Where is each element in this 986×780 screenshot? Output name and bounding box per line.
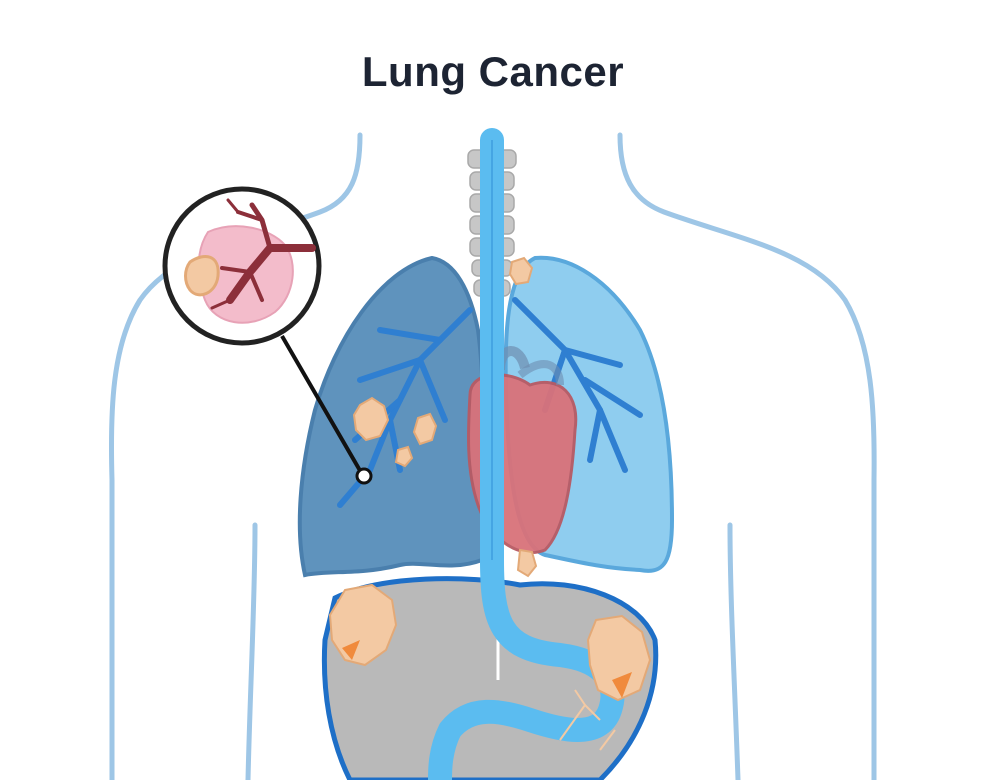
left-lung	[297, 255, 486, 578]
tumor-spikes	[342, 640, 632, 698]
tumor-lung-1	[352, 396, 390, 442]
tumors	[328, 256, 652, 702]
stomach-vessels	[559, 689, 616, 751]
tumor-stomach	[586, 614, 652, 702]
tumor-lung-4	[508, 256, 534, 286]
tumor-heart-base	[516, 548, 538, 578]
magnified-tumor-icon	[162, 186, 322, 346]
tumor-lung-3	[394, 445, 414, 468]
callout-pointer-line	[280, 334, 364, 476]
tumor-liver	[328, 583, 398, 667]
pointer-dot-icon	[355, 467, 373, 485]
esophagus	[428, 128, 625, 780]
page-title: Lung Cancer	[361, 48, 625, 95]
tumor-lung-2	[412, 412, 438, 446]
